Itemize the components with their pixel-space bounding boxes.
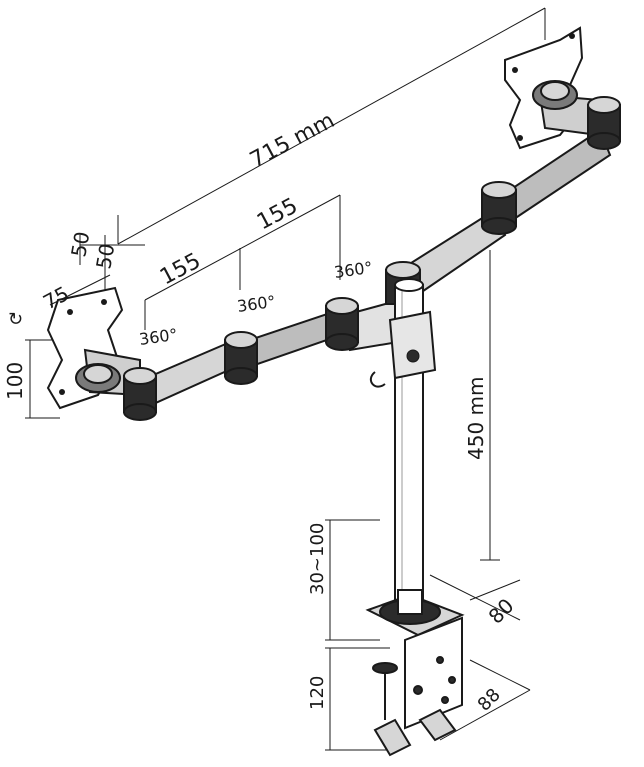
label-base-depth: 80 [484,594,519,629]
joint-middle [224,331,258,385]
label-clamp-height: 120 [307,676,328,710]
base-clamp [365,589,465,757]
label-offset-left: 50 [66,230,94,259]
joints [75,80,621,421]
joint-left-end [123,367,157,421]
label-vesa-100: 100 [3,362,27,400]
label-rotation-top: 360° [333,258,374,282]
label-pole-height: 450 mm [464,377,488,461]
label-rotation-left: 360° [138,325,179,349]
joint-right-tilt [532,80,578,110]
tilt-arrow-icon: ↻ [8,309,23,330]
left-arm [83,298,412,412]
joint-right-middle [481,181,517,235]
label-clamp-width: 88 [474,684,505,715]
label-arm-left: 155 [156,249,205,291]
label-clamp-range: 30~100 [307,523,328,595]
joint-left-tilt [75,363,121,393]
label-rotation-middle: 360° [236,292,277,316]
joint-right-end [587,96,621,150]
pole [369,278,437,616]
joint-left-inner [325,297,359,351]
label-offset-right: 50 [91,242,119,271]
label-total-width: 715 mm [246,108,339,173]
